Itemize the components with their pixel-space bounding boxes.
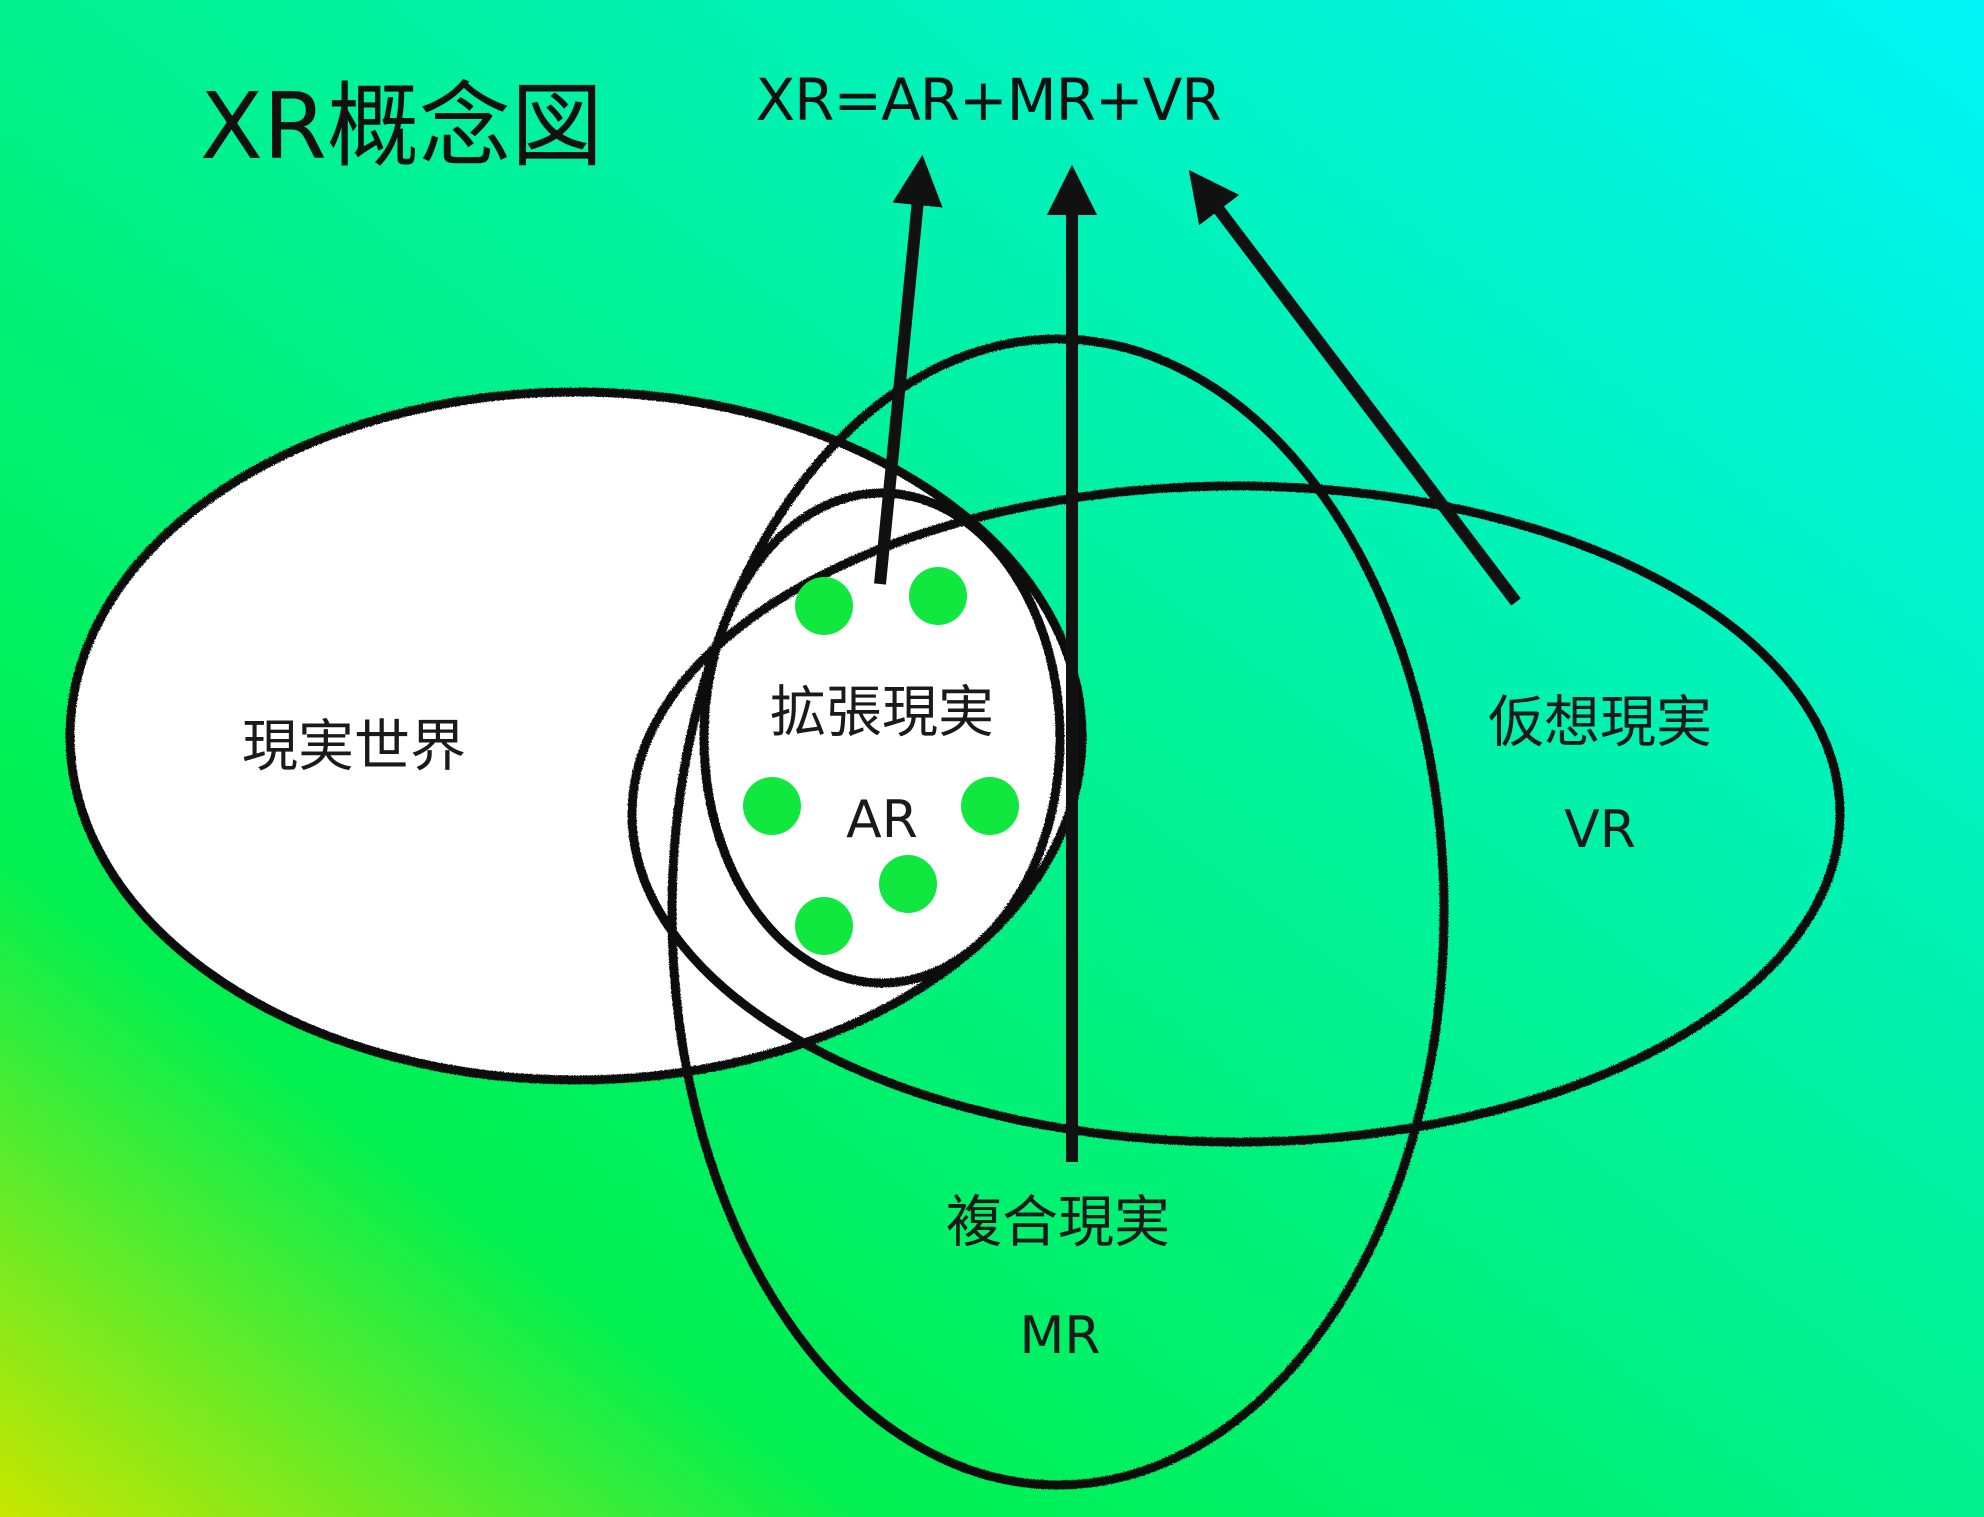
vr-ellipse (627, 481, 1845, 1147)
vr-label: 仮想現実 (1488, 690, 1712, 756)
ar-dot (795, 897, 853, 955)
mr-ellipse (667, 334, 1449, 1490)
ar-abbr: AR (846, 790, 918, 850)
arrow-vr (1188, 169, 1521, 606)
ar-dot (795, 577, 853, 635)
ar-dot (879, 855, 937, 913)
page-title: XR概念図 (200, 73, 603, 180)
real-world-outline (65, 387, 1087, 1085)
ar-label: 拡張現実 (770, 680, 994, 746)
real-world-label: 現実世界 (242, 714, 466, 780)
arrow-ar (874, 154, 943, 585)
xr-formula: XR=AR+MR+VR (755, 66, 1221, 134)
ar-dot (909, 567, 967, 625)
ar-dot (961, 777, 1019, 835)
ar-circle (699, 488, 1065, 988)
mr-label: 複合現実 (946, 1190, 1170, 1256)
ar-dots (743, 567, 1019, 955)
vr-abbr: VR (1564, 800, 1636, 860)
ar-circle-fill (704, 493, 1060, 983)
ar-dot (743, 777, 801, 835)
mr-abbr: MR (1019, 1306, 1101, 1366)
